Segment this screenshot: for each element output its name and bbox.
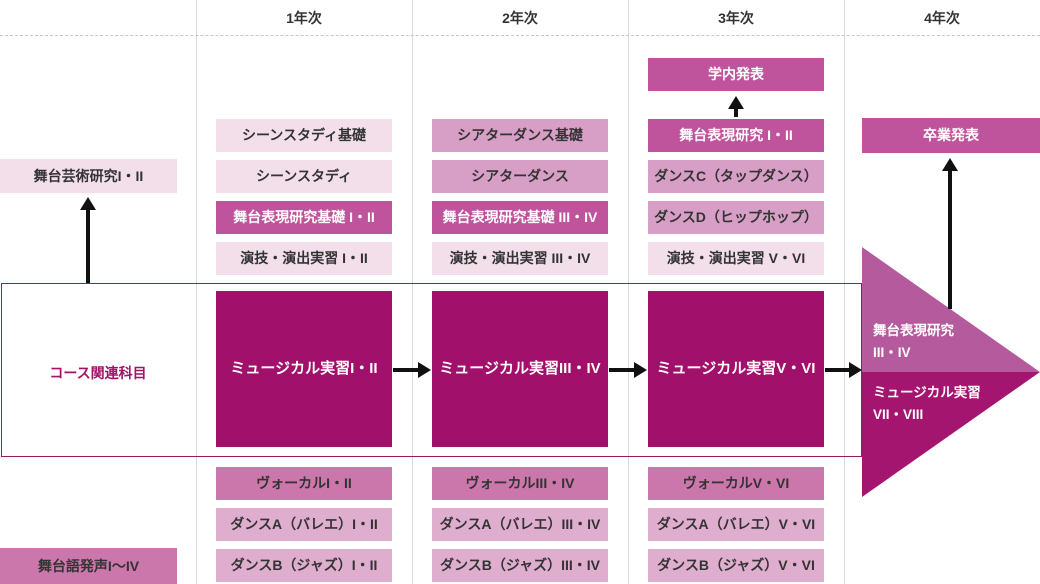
- column-divider: [412, 0, 413, 584]
- column-header-year2: 2年次: [502, 10, 538, 26]
- course-related-label: コース関連科目: [49, 365, 147, 381]
- box-dance-a-3-4: ダンスA（バレエ）III・IV: [432, 508, 608, 541]
- box-scene-study: シーンスタディ: [216, 160, 392, 193]
- box-stage-arts-research: 舞台芸術研究I・II: [0, 159, 177, 193]
- column-header-year4: 4年次: [924, 10, 960, 26]
- box-dance-d-hiphop: ダンスD（ヒップホップ）: [648, 201, 824, 234]
- column-header-year1: 1年次: [286, 10, 322, 26]
- box-musical-practice-3-4: ミュージカル実習III・IV: [432, 291, 608, 447]
- box-stage-expression-basic-3-4: 舞台表現研究基礎 III・IV: [432, 201, 608, 234]
- box-theater-dance: シアターダンス: [432, 160, 608, 193]
- box-acting-directing-3-4: 演技・演出実習 III・IV: [432, 242, 608, 275]
- arrow-up-to-stage-arts-research: [80, 197, 96, 283]
- box-dance-b-5-6: ダンスB（ジャズ）V・VI: [648, 549, 824, 582]
- box-vocal-5-6: ヴォーカルV・VI: [648, 467, 824, 500]
- box-dance-a-5-6: ダンスA（バレエ）V・VI: [648, 508, 824, 541]
- arrow-up-to-graduation: [942, 158, 958, 309]
- triangle-bottom-label: ミュージカル実習 VII・VIII: [873, 385, 981, 422]
- box-dance-c-tap: ダンスC（タップダンス）: [648, 160, 824, 193]
- box-scene-study-basic: シーンスタディ基礎: [216, 119, 392, 152]
- column-divider: [196, 0, 197, 584]
- arrow-up-to-internal-presentation: [728, 96, 744, 117]
- box-theater-dance-basic: シアターダンス基礎: [432, 119, 608, 152]
- box-acting-directing-1-2: 演技・演出実習 I・II: [216, 242, 392, 275]
- arrow-right-year3-to-year4: [825, 362, 862, 378]
- box-musical-practice-5-6: ミュージカル実習V・VI: [648, 291, 824, 447]
- box-vocal-1-2: ヴォーカルI・II: [216, 467, 392, 500]
- box-stage-expression-research-1-2: 舞台表現研究 I・II: [648, 119, 824, 152]
- arrow-right-year2-to-year3: [609, 362, 647, 378]
- box-stage-speech: 舞台語発声I〜IV: [0, 548, 177, 584]
- box-dance-b-3-4: ダンスB（ジャズ）III・IV: [432, 549, 608, 582]
- triangle-top-half: [862, 247, 1040, 372]
- column-header-year3: 3年次: [718, 10, 754, 26]
- box-musical-practice-1-2: ミュージカル実習I・II: [216, 291, 392, 447]
- arrow-right-year1-to-year2: [393, 362, 431, 378]
- box-dance-b-1-2: ダンスB（ジャズ）I・II: [216, 549, 392, 582]
- column-divider: [628, 0, 629, 584]
- box-vocal-3-4: ヴォーカルIII・IV: [432, 467, 608, 500]
- header-divider-dashed: [0, 35, 1040, 36]
- triangle-bottom-half: [862, 372, 1040, 497]
- year4-triangle: [862, 247, 1040, 497]
- box-internal-presentation: 学内発表: [648, 58, 824, 91]
- box-graduation-presentation: 卒業発表: [862, 118, 1040, 153]
- triangle-top-label: 舞台表現研究 III・IV: [873, 323, 954, 360]
- box-stage-expression-basic-1-2: 舞台表現研究基礎 I・II: [216, 201, 392, 234]
- box-acting-directing-5-6: 演技・演出実習 V・VI: [648, 242, 824, 275]
- column-divider: [844, 0, 845, 584]
- box-dance-a-1-2: ダンスA（バレエ）I・II: [216, 508, 392, 541]
